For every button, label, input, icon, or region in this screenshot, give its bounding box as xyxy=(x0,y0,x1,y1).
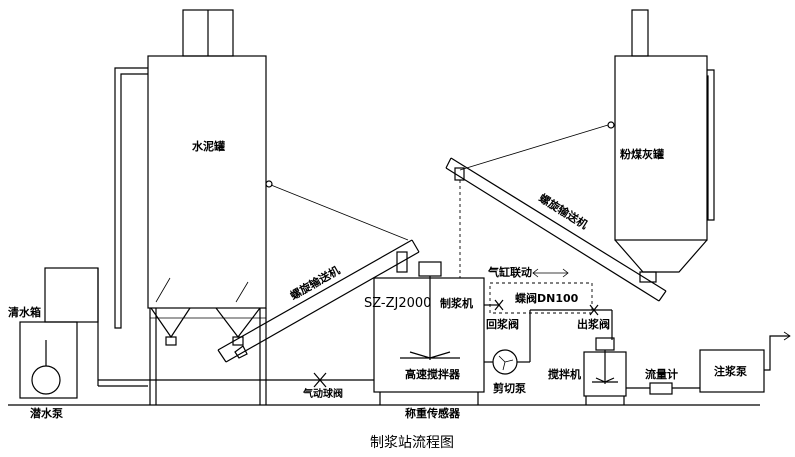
return-valve: 回浆阀 xyxy=(484,299,519,331)
screw-conveyor-left: 螺旋输送机 xyxy=(217,184,420,363)
water-pipeline xyxy=(97,372,374,388)
flyash-silo: 粉煤灰罐 xyxy=(607,9,715,283)
grouting-pump: 注浆泵 xyxy=(699,331,791,393)
outlet-valve-label: 出浆阀 xyxy=(577,317,610,331)
submersible-pump: 潜水泵 xyxy=(30,340,63,420)
cement-silo: 水泥罐 xyxy=(114,9,273,405)
screw-conveyor-right-label: 螺旋输送机 xyxy=(536,191,590,232)
model-label: SZ-ZJ2000 xyxy=(364,296,431,311)
flowmeter: 流量计 xyxy=(626,367,700,395)
water-tank-label: 清水箱 xyxy=(8,305,41,319)
high-speed-mixer-label: 高速搅拌器 xyxy=(405,367,461,381)
diagram-caption: 制浆站流程图 xyxy=(370,435,454,451)
outlet-valve: 出浆阀 xyxy=(530,304,613,340)
flyash-silo-label: 粉煤灰罐 xyxy=(620,147,664,161)
screw-conveyor-left-label: 螺旋输送机 xyxy=(288,263,343,303)
agitator-label: 搅拌机 xyxy=(548,367,581,381)
cylinder-linkage: 气缸联动 蝶阀DN100 xyxy=(487,265,593,314)
water-tank: 清水箱 xyxy=(8,267,99,399)
grouting-pump-label: 注浆泵 xyxy=(714,364,747,378)
cement-silo-label: 水泥罐 xyxy=(192,139,225,153)
flowmeter-label: 流量计 xyxy=(645,367,678,381)
weighing-sensor-label: 称重传感器 xyxy=(405,406,461,420)
agitator: 搅拌机 xyxy=(548,337,627,405)
pneumatic-ball-valve-label: 气动球阀 xyxy=(302,387,343,400)
cylinder-linkage-label: 气缸联动 xyxy=(487,265,532,279)
submersible-pump-label: 潜水泵 xyxy=(30,406,63,420)
butterfly-valve-label: 蝶阀DN100 xyxy=(515,291,579,305)
return-valve-label: 回浆阀 xyxy=(486,317,519,331)
shear-pump: 剪切泵 xyxy=(484,310,531,395)
shear-pump-label: 剪切泵 xyxy=(493,381,526,395)
slurry-machine-label: 制浆机 xyxy=(440,296,473,310)
slurry-machine: SZ-ZJ2000 制浆机 高速搅拌器 xyxy=(364,261,485,405)
